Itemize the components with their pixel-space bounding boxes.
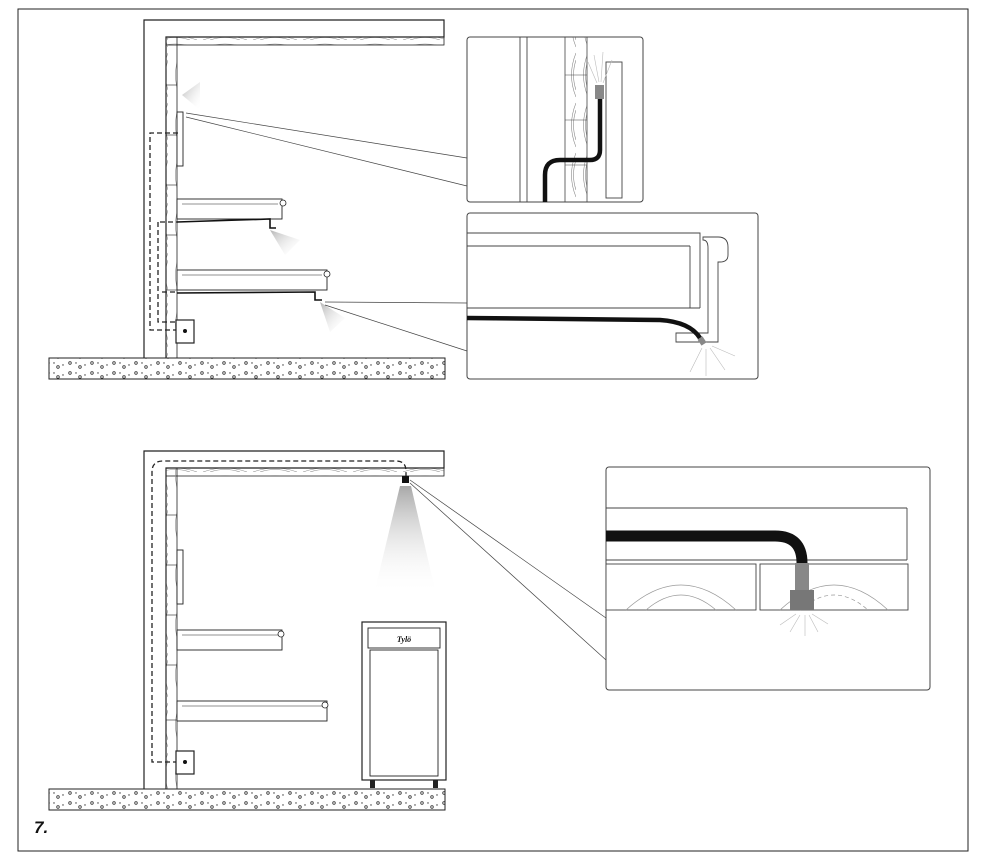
- zoom-wall-sensor: [466, 36, 644, 203]
- figure-label: 7.: [34, 818, 49, 837]
- cable-route-dashed-2: [151, 460, 407, 763]
- floor-slab-2: [48, 788, 446, 811]
- wall-mount-2: [176, 549, 184, 605]
- lower-bench: [176, 269, 345, 332]
- lower-bench-2: [176, 700, 329, 722]
- wall-sensor-spray: [182, 82, 200, 110]
- cable-route-dashed: [149, 132, 178, 331]
- zoom-bench-sensor: [466, 212, 759, 380]
- ceiling-sensor: [402, 476, 409, 483]
- figure-border: [17, 8, 969, 852]
- upper-bench-spray: [270, 230, 300, 255]
- upper-bench: [176, 198, 300, 255]
- lower-bench-spray: [320, 302, 345, 332]
- ceiling-panel: [165, 36, 445, 46]
- ceiling-sensor-spray: [374, 486, 436, 594]
- wall-outline: [143, 19, 445, 358]
- zoom-ceiling-sensor: [605, 466, 931, 691]
- bottom-diagram: Tylö: [48, 450, 931, 811]
- floor-slab: [48, 357, 446, 380]
- wall-sensor-mount: [176, 111, 184, 167]
- ceiling-sensor-tip: [795, 563, 809, 593]
- wall-panel-2: [165, 467, 178, 790]
- top-diagram: [48, 19, 759, 380]
- sauna-heater: Tylö: [361, 621, 447, 788]
- wall-sensor-tip: [595, 85, 604, 99]
- heater-brand: Tylö: [397, 635, 411, 644]
- ceiling-panel-2: [165, 467, 445, 477]
- upper-bench-2: [176, 629, 285, 651]
